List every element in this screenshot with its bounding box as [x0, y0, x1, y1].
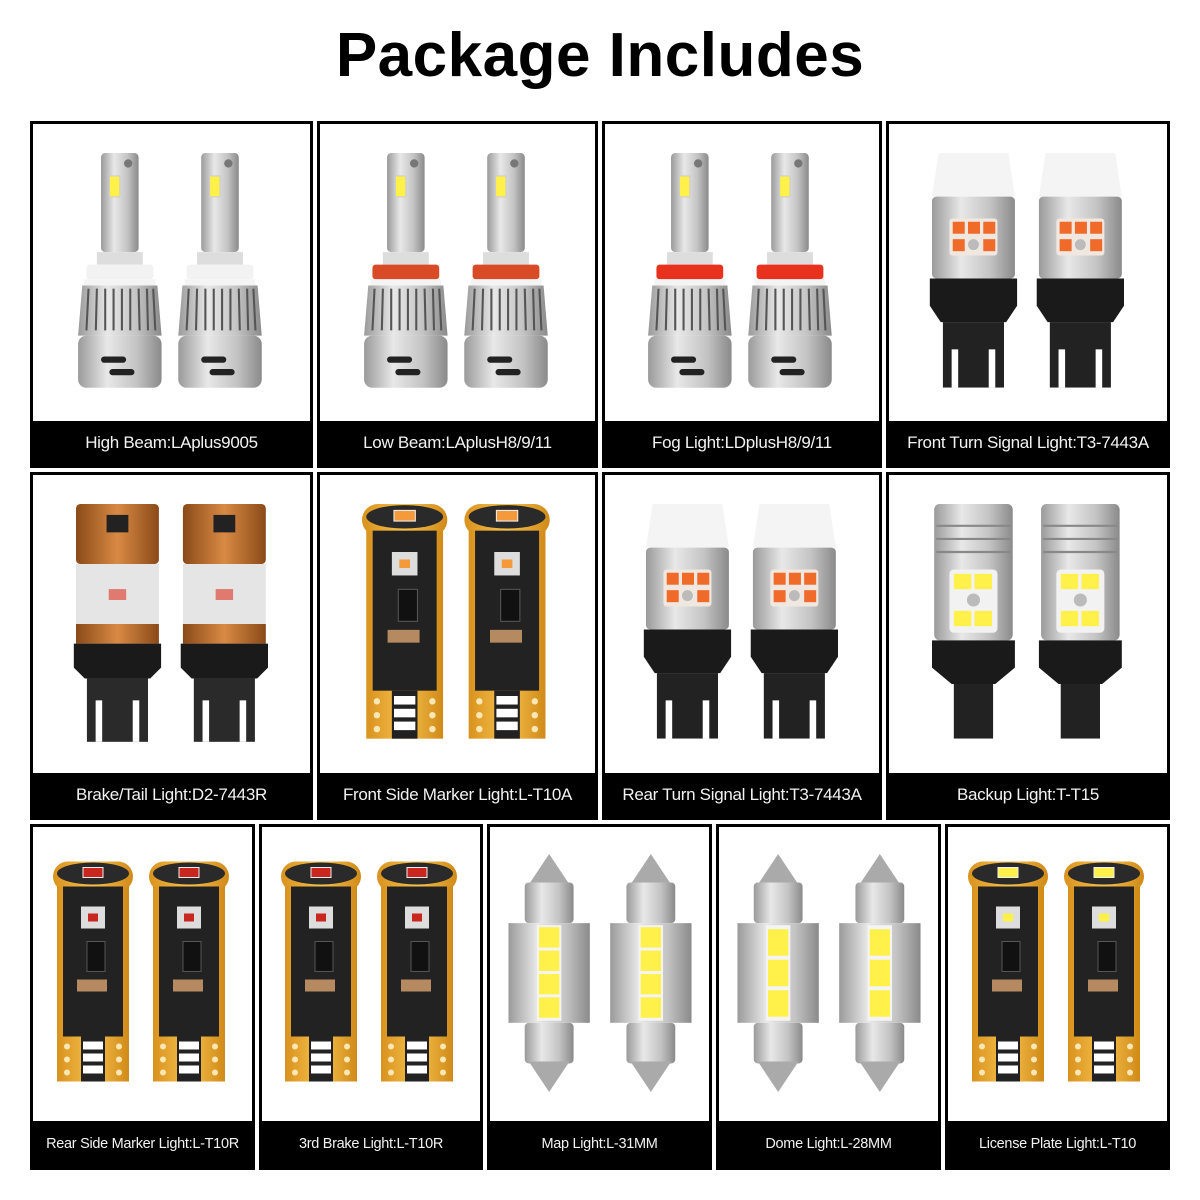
- turn-signal-bulb-7443-icon: [605, 475, 879, 773]
- fog-light-bulb-icon: [605, 124, 879, 421]
- t10-wedge-bulb-red-icon: [262, 827, 480, 1121]
- product-caption: High Beam:LAplus9005: [33, 421, 310, 465]
- product-card-high-beam: High Beam:LAplus9005: [30, 121, 313, 468]
- product-caption: Low Beam:LAplusH8/9/11: [320, 421, 595, 465]
- product-card-dome-light: Dome Light:L-28MM: [716, 824, 941, 1170]
- product-caption: Dome Light:L-28MM: [719, 1121, 938, 1167]
- product-card-front-turn-signal: Front Turn Signal Light:T3-7443A: [886, 121, 1170, 468]
- product-caption: Front Side Marker Light:L-T10A: [320, 773, 595, 817]
- product-card-third-brake: 3rd Brake Light:L-T10R: [259, 824, 483, 1170]
- t10-wedge-bulb-white-icon: [948, 827, 1167, 1121]
- product-caption: Rear Side Marker Light:L-T10R: [33, 1121, 252, 1167]
- headlight-bulb-9005-icon: [33, 124, 310, 421]
- product-caption: License Plate Light:L-T10: [948, 1121, 1167, 1167]
- backup-bulb-t15-icon: [889, 475, 1167, 773]
- product-caption: 3rd Brake Light:L-T10R: [262, 1121, 480, 1167]
- t10-wedge-bulb-amber-icon: [320, 475, 595, 773]
- festoon-bulb-31mm-icon: [490, 827, 709, 1121]
- product-card-brake-tail: Brake/Tail Light:D2-7443R: [30, 472, 313, 820]
- product-caption: Front Turn Signal Light:T3-7443A: [889, 421, 1167, 465]
- product-caption: Fog Light:LDplusH8/9/11: [605, 421, 879, 465]
- brake-tail-bulb-7443-icon: [33, 475, 310, 773]
- product-card-backup-light: Backup Light:T-T15: [886, 472, 1170, 820]
- festoon-bulb-28mm-icon: [719, 827, 938, 1121]
- product-card-rear-side-marker: Rear Side Marker Light:L-T10R: [30, 824, 255, 1170]
- product-card-low-beam: Low Beam:LAplusH8/9/11: [317, 121, 598, 468]
- product-caption: Rear Turn Signal Light:T3-7443A: [605, 773, 879, 817]
- product-card-rear-turn-signal: Rear Turn Signal Light:T3-7443A: [602, 472, 882, 820]
- turn-signal-bulb-7443-icon: [889, 124, 1167, 421]
- product-card-map-light: Map Light:L-31MM: [487, 824, 712, 1170]
- product-card-fog-light: Fog Light:LDplusH8/9/11: [602, 121, 882, 468]
- product-caption: Map Light:L-31MM: [490, 1121, 709, 1167]
- product-caption: Brake/Tail Light:D2-7443R: [33, 773, 310, 817]
- product-card-license-plate: License Plate Light:L-T10: [945, 824, 1170, 1170]
- t10-wedge-bulb-red-icon: [33, 827, 252, 1121]
- page-title: Package Includes: [335, 21, 865, 90]
- product-caption: Backup Light:T-T15: [889, 773, 1167, 817]
- headlight-bulb-h11-icon: [320, 124, 595, 421]
- product-card-front-side-marker: Front Side Marker Light:L-T10A: [317, 472, 598, 820]
